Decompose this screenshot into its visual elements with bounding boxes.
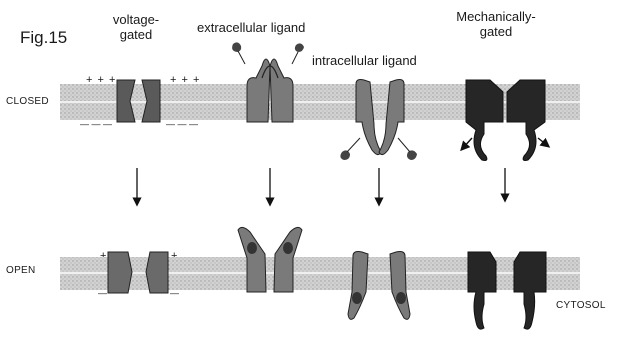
transition-arrows bbox=[137, 168, 505, 204]
open-membrane bbox=[60, 257, 580, 290]
